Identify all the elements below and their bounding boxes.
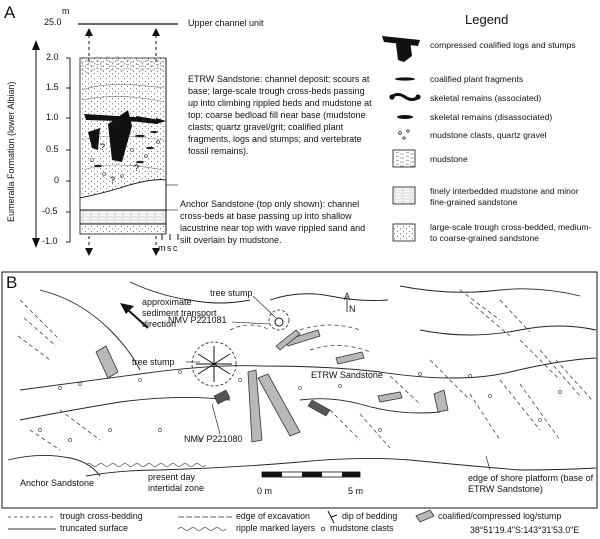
tick-label: -1.0 xyxy=(42,236,58,246)
legend-item-label: skeletal remains (disassociated) xyxy=(430,112,553,122)
svg-text:?: ? xyxy=(134,163,139,173)
specimen-label-1: NMV P221081 xyxy=(168,315,227,325)
tree-stump-label-1: tree stump xyxy=(210,288,253,298)
legend-log-label: coalified/compressed log/stump xyxy=(438,511,562,521)
specimen-label-2: NMV P221080 xyxy=(184,434,243,444)
formation-axis-label: Eumeralla Formation (lower Albian) xyxy=(6,81,16,222)
north-label: N xyxy=(349,304,356,314)
upper-channel-label: Upper channel unit xyxy=(188,18,264,28)
legend-trough-label: trough cross-bedding xyxy=(60,511,143,521)
etrw-label: ETRW Sandstone xyxy=(311,370,383,380)
legend-ripple-label: ripple marked layers xyxy=(236,523,316,533)
legend-item-label: coalified plant fragments xyxy=(430,74,524,84)
grain-size-label: m s c xyxy=(158,243,178,253)
legend-dip-label: dip of bedding xyxy=(342,511,398,521)
shore-edge-label: edge of shore platform (base of ETRW San… xyxy=(468,473,594,494)
intertidal-label: present day intertidal zone xyxy=(148,472,205,493)
panel-b-letter: B xyxy=(6,273,18,292)
unit-label: m xyxy=(62,6,70,16)
tick-label: 1.5 xyxy=(46,82,59,92)
legend-item-label: large-scale trough cross-bedded, medium-… xyxy=(430,222,592,243)
legend-truncated-label: truncated surface xyxy=(60,523,128,533)
anchor-label: Anchor Sandstone xyxy=(20,478,95,488)
panel-a-letter: A xyxy=(4,3,16,22)
legend-item-label: mudstone clasts, quartz gravel xyxy=(430,130,547,140)
legend-item-label: finely interbedded mudstone and minor fi… xyxy=(430,186,579,207)
scale-label-end: 5 m xyxy=(348,486,364,496)
svg-text:?: ? xyxy=(110,175,115,185)
tick-label: 0 xyxy=(54,175,60,185)
tree-stump-label-2: tree stump xyxy=(132,357,175,367)
top-value: 25.0 xyxy=(44,17,62,27)
svg-text:?: ? xyxy=(100,142,105,152)
legend-excavation-label: edge of excavation xyxy=(236,511,310,521)
coordinates-label: 38°51'19.4"S:143°31'53.0"E xyxy=(470,525,580,535)
tick-label: -0.5 xyxy=(42,206,58,216)
anchor-description: Anchor Sandstone (top only shown): chann… xyxy=(180,199,366,245)
legend-item-label: mudstone xyxy=(430,154,468,164)
etrw-description: ETRW Sandstone: channel deposit; scours … xyxy=(188,74,372,156)
transport-direction-label: approximate sediment transport direction xyxy=(142,297,217,329)
tick-label: 1.0 xyxy=(46,112,59,122)
legend-item-label: compressed coalified logs and stumps xyxy=(430,40,576,50)
legend-title: Legend xyxy=(465,12,509,27)
tick-label: 2.0 xyxy=(46,52,59,62)
tick-label: 0.5 xyxy=(46,144,59,154)
scale-label-start: 0 m xyxy=(257,486,273,496)
legend-item-label: skeletal remains (associated) xyxy=(430,93,542,103)
legend-clasts-label: mudstone clasts xyxy=(330,523,394,533)
